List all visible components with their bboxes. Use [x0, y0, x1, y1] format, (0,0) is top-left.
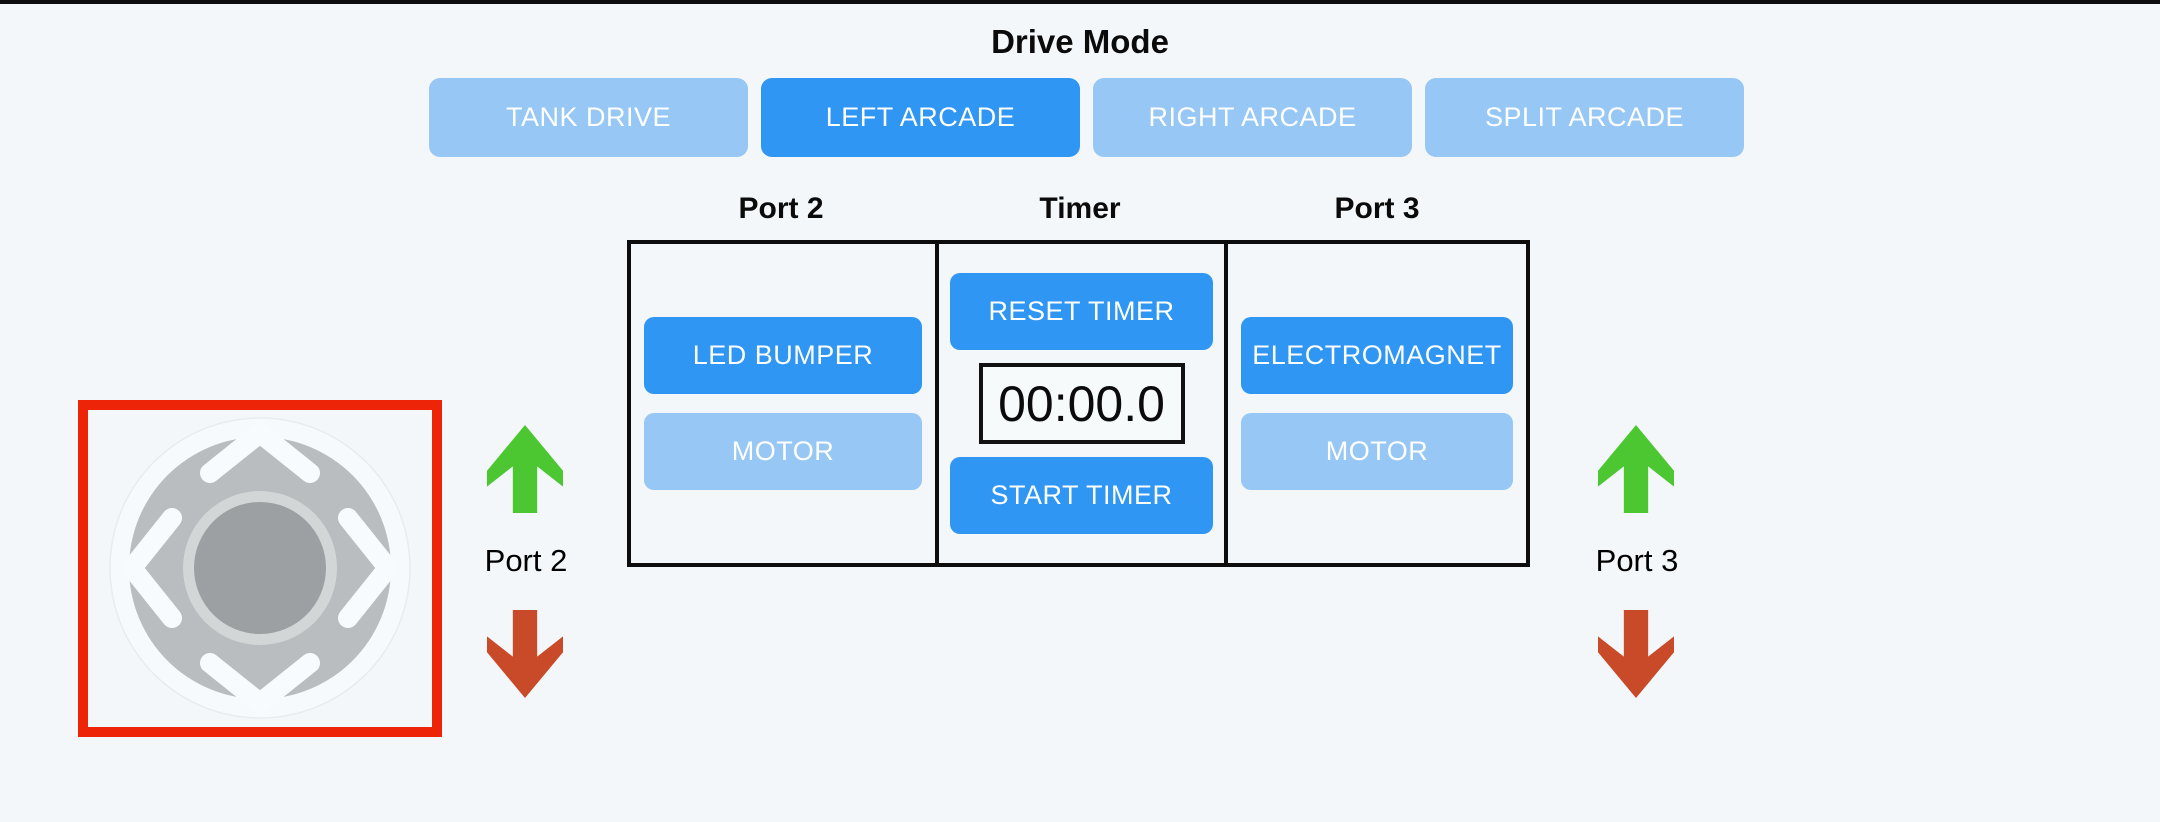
port-3-cell: ELECTROMAGNET MOTOR — [1228, 244, 1526, 563]
drive-mode-button-group: TANK DRIVE LEFT ARCADE RIGHT ARCADE SPLI… — [429, 78, 1744, 157]
timer-column-header: Timer — [1039, 192, 1121, 225]
timer-display: 00:00.0 — [978, 363, 1185, 444]
split-arcade-button[interactable]: SPLIT ARCADE — [1425, 78, 1744, 157]
chevron-down-icon — [200, 653, 320, 713]
joystick-knob[interactable] — [194, 502, 326, 634]
led-bumper-button[interactable]: LED BUMPER — [644, 317, 922, 394]
port-3-column-header: Port 3 — [1334, 192, 1420, 225]
chevron-left-icon — [122, 508, 182, 628]
port-2-indicator-label: Port 2 — [484, 543, 568, 578]
control-panel-table: LED BUMPER MOTOR RESET TIMER 00:00.0 STA… — [627, 240, 1530, 567]
port-3-motor-button[interactable]: MOTOR — [1241, 413, 1513, 490]
timer-cell: RESET TIMER 00:00.0 START TIMER — [935, 244, 1228, 563]
port-2-up-arrow-icon — [487, 425, 563, 513]
top-border-bar — [0, 0, 2160, 4]
port-3-up-arrow-icon — [1598, 425, 1674, 513]
port-3-down-arrow-icon — [1598, 610, 1674, 698]
left-arcade-button[interactable]: LEFT ARCADE — [761, 78, 1080, 157]
port-2-column-header: Port 2 — [738, 192, 824, 225]
start-timer-button[interactable]: START TIMER — [950, 457, 1213, 534]
port-2-cell: LED BUMPER MOTOR — [631, 244, 935, 563]
page-title: Drive Mode — [991, 23, 1169, 60]
electromagnet-button[interactable]: ELECTROMAGNET — [1241, 317, 1513, 394]
chevron-up-icon — [200, 423, 320, 483]
right-arcade-button[interactable]: RIGHT ARCADE — [1093, 78, 1412, 157]
reset-timer-button[interactable]: RESET TIMER — [950, 273, 1213, 350]
chevron-right-icon — [338, 508, 398, 628]
port-3-indicator-label: Port 3 — [1595, 543, 1679, 578]
port-2-motor-button[interactable]: MOTOR — [644, 413, 922, 490]
tank-drive-button[interactable]: TANK DRIVE — [429, 78, 748, 157]
joystick-highlight-frame — [78, 400, 442, 737]
joystick[interactable] — [88, 410, 432, 727]
port-2-down-arrow-icon — [487, 610, 563, 698]
